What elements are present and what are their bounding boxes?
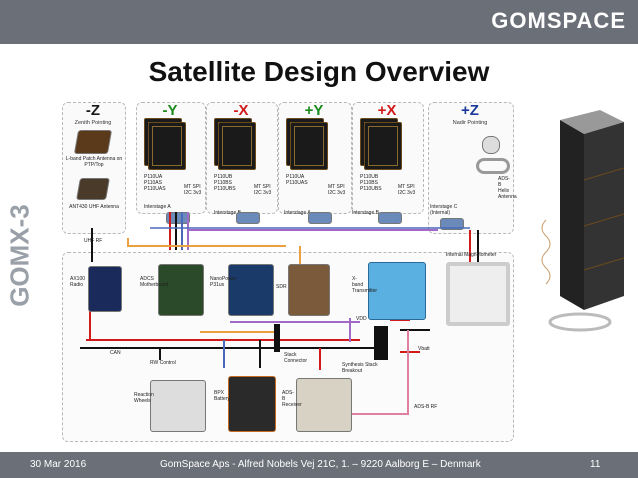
- mt-spi-label: MT SPI I2C 3v3: [184, 184, 202, 196]
- vbatt-label: Vbatt: [418, 346, 430, 352]
- face-label-plus-z: +Z: [461, 102, 479, 119]
- ant430-label: ANT430 UHF Antenna: [69, 204, 119, 210]
- face-label-minus-x: -X: [233, 102, 249, 119]
- panel-label-plus-y: P110UA P110UAS: [286, 174, 308, 186]
- bpx-battery: [228, 376, 276, 432]
- header-bar: [0, 0, 638, 44]
- batt-label: BPX Battery: [214, 390, 230, 402]
- intmag-label: Internal Magnetometer: [446, 252, 497, 258]
- internal-magnetometer-box: [446, 262, 510, 326]
- interstage-a-label: Interstage A: [284, 210, 311, 216]
- interstage-a-label: Interstage A: [144, 204, 171, 210]
- ax100-label: AX100 Radio: [70, 276, 86, 288]
- face-sub-plus-z: Nadir Pointing: [452, 120, 488, 126]
- panel-label-minus-x: P110UB P110BS P110UBS: [214, 174, 236, 192]
- interstage-board: [440, 218, 464, 230]
- adcs-label: ADCS Motherboard: [140, 276, 169, 288]
- xband-label: X-band Transmitter: [352, 276, 378, 294]
- interstage-board: [236, 212, 260, 224]
- solar-panel: [364, 122, 402, 170]
- face-sub-minus-z: Zenith Pointing: [74, 120, 112, 126]
- rw-control-label: RW Control: [150, 360, 176, 366]
- synthesis-breakout: [374, 326, 388, 360]
- solar-panel: [290, 122, 328, 170]
- rw-label: Reaction Wheels: [134, 392, 154, 404]
- nanopower-label: NanoPower P31us: [210, 276, 237, 288]
- footer-bar: 30 Mar 2016 GomSpace Aps - Alfred Nobels…: [0, 452, 638, 478]
- solar-panel: [148, 122, 186, 170]
- nanopower-board: [228, 264, 274, 316]
- face-label-minus-y: -Y: [162, 102, 178, 119]
- interstage-board: [308, 212, 332, 224]
- vdd-label: VDD: [356, 316, 367, 322]
- adsb-antenna-label: ADS-B Helix Antenna: [498, 176, 517, 200]
- adcs-board: [158, 264, 204, 316]
- interstage-b-label: Interstage B: [214, 210, 241, 216]
- coarse-magnetometer: [482, 136, 500, 154]
- face-label-minus-z: -Z: [85, 102, 101, 119]
- face-frame-minus-z: [62, 102, 126, 234]
- adsb-receiver: [296, 378, 352, 432]
- xband-transmitter: [368, 262, 426, 320]
- lband-patch-label: L-band Patch Antenna on PTP/Top: [65, 156, 123, 168]
- adsb-label: ADS-B Receiver: [282, 390, 302, 408]
- synth-label: Synthesis Stack Breakout: [342, 362, 378, 374]
- face-label-plus-y: +Y: [304, 102, 324, 119]
- cubesat-illustration: [541, 110, 625, 332]
- stack-connector: [274, 324, 280, 352]
- footer-date: 30 Mar 2016: [30, 459, 87, 470]
- interstage-board: [166, 212, 190, 224]
- mt-spi-label: MT SPI I2C 3v3: [254, 184, 272, 196]
- sdr-label: SDR: [276, 284, 287, 290]
- interstage-b-label: Interstage B: [352, 210, 379, 216]
- uhf-rf-label: UHF RF: [84, 238, 103, 244]
- ax100-board: [88, 266, 122, 312]
- panel-label-minus-y: P110UA P110AS P110UAS: [144, 174, 166, 192]
- adsb-rf-label: ADS-B RF: [414, 404, 438, 410]
- gomspace-logo: GOMSPACE: [491, 8, 626, 33]
- panel-label-plus-x: P110UB P110BS P110UBS: [360, 174, 382, 192]
- page-title: Satellite Design Overview: [148, 56, 490, 87]
- sdr-board: [288, 264, 330, 316]
- footer-company: GomSpace Aps - Alfred Nobels Vej 21C, 1.…: [160, 459, 481, 470]
- interstage-c-label: Interstage C (Internal): [430, 204, 458, 216]
- stack-label: Stack Connector: [284, 352, 308, 364]
- mt-spi-label: MT SPI I2C 3v3: [328, 184, 346, 196]
- footer-page: 11: [590, 459, 601, 470]
- face-label-plus-x: +X: [377, 102, 397, 119]
- interstage-board: [378, 212, 402, 224]
- solar-panel: [218, 122, 256, 170]
- reaction-wheels: [150, 380, 206, 432]
- can-label: CAN: [110, 350, 121, 356]
- ring-antenna: [476, 158, 510, 174]
- mt-spi-label: MT SPI I2C 3v3: [398, 184, 416, 196]
